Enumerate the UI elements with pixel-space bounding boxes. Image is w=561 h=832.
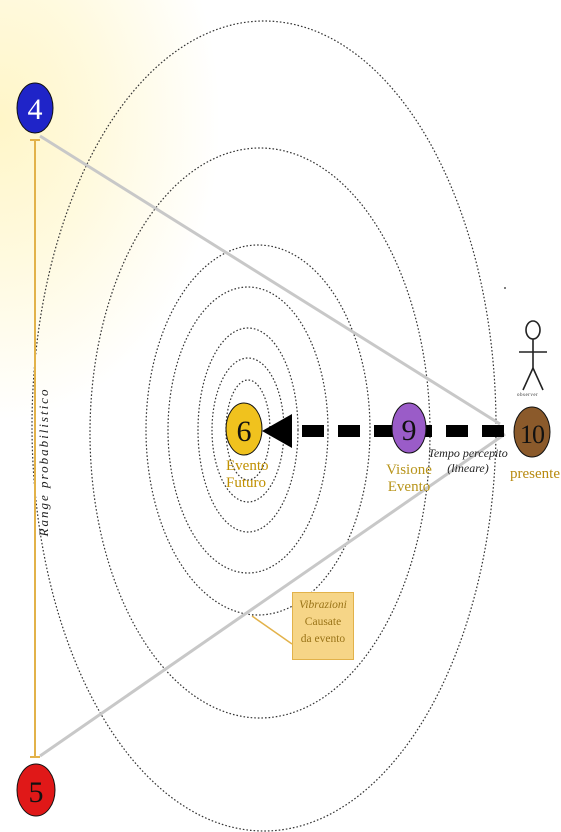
callout-line1: Vibrazioni [299,599,347,611]
cone-line-top [39,134,501,426]
label-range-probabilistico: Range probabilistico [36,387,51,537]
node-4-circle [16,82,54,134]
node-5-number: 5 [29,776,44,809]
node-9-circle [391,402,427,454]
vibrazioni-callout: Vibrazioni Causate da evento [292,592,354,660]
stray-dot [504,287,506,289]
node-5: 5 [16,763,56,817]
cone-line-bottom [39,432,506,758]
node-6-circle [225,402,263,456]
callout-leader [251,615,293,645]
label-tempo-percepito-line2: (lineare) [447,461,489,475]
stick-figure-icon [519,320,547,391]
node-10: 10 [513,406,551,458]
label-visione-evento-line2: Evento [387,479,431,495]
arrow-head [262,414,292,448]
node-6: 6 [225,402,263,456]
ring-3 [197,327,299,533]
node-4: 4 [16,82,54,134]
label-presente: presente [510,466,560,482]
ring-4 [167,286,329,574]
node-10-circle [513,406,551,458]
ring-5 [145,244,371,616]
callout-line3: da evento [300,633,346,645]
label-tempo-percepito: Tempo percepito (lineare) [426,446,510,476]
label-tempo-percepito-line1: Tempo percepito [428,446,508,460]
node-9-number: 9 [402,414,417,447]
node-10-number: 10 [520,420,545,449]
node-4-number: 4 [28,93,43,126]
observer-caption: observer [517,393,539,398]
label-evento-futuro: Evento Futuro [226,458,269,492]
label-visione-evento: Visione Evento [386,462,432,496]
node-5-circle [16,763,56,817]
callout-line2: Causate [304,616,342,628]
label-evento-futuro-line2: Futuro [226,475,267,491]
label-visione-evento-line1: Visione [386,462,432,478]
label-evento-futuro-line1: Evento [226,458,269,474]
node-9: 9 [391,402,427,454]
node-6-number: 6 [237,415,252,448]
